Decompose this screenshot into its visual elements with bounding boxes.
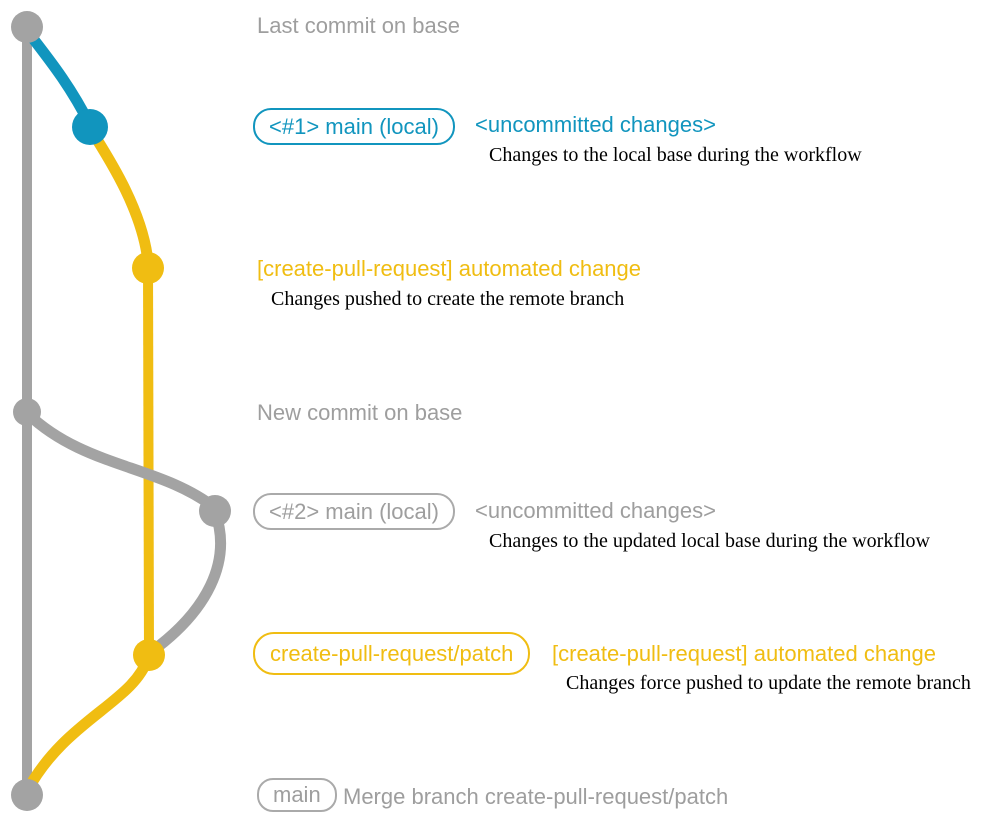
label-new-commit-on-base: New commit on base	[257, 400, 463, 425]
commit-dot-automated-2	[133, 639, 165, 671]
commit-title-uncommitted-2: <uncommitted changes>	[475, 498, 716, 523]
commit-title-uncommitted-1: <uncommitted changes>	[475, 112, 716, 137]
commit-dot-automated-1	[132, 252, 164, 284]
commit-graph	[11, 11, 231, 811]
branch-badge-create-pull-request-patch: create-pull-request/patch	[253, 632, 531, 675]
blue-branch-curve	[22, 26, 96, 131]
branch-badge-main: main	[257, 778, 337, 812]
gray-rebase-curve	[22, 408, 221, 514]
commit-dot-uncommitted-2	[199, 495, 231, 527]
commit-dot-last-base	[11, 11, 43, 43]
commit-title-automated-2: [create-pull-request] automated change	[552, 641, 937, 666]
commit-desc-automated-2: Changes force pushed to update the remot…	[566, 672, 971, 694]
commit-dot-uncommitted-1	[72, 109, 108, 145]
yellow-merge-curve	[21, 652, 154, 797]
commit-dot-new-base	[13, 398, 41, 426]
gray-branch-curve-down	[145, 506, 227, 658]
branch-badge-main-local-2: <#2> main (local)	[253, 493, 455, 530]
label-merge-branch: Merge branch create-pull-request/patch	[343, 784, 729, 809]
commit-desc-automated-1: Changes pushed to create the remote bran…	[271, 288, 625, 310]
yellow-branch-curve-top	[85, 124, 154, 268]
commit-desc-uncommitted-2: Changes to the updated local base during…	[489, 530, 930, 552]
branch-badge-main-local-1: <#1> main (local)	[253, 108, 455, 145]
commit-desc-uncommitted-1: Changes to the local base during the wor…	[489, 144, 862, 166]
label-last-commit-on-base: Last commit on base	[257, 13, 460, 38]
commit-dot-merge	[11, 779, 43, 811]
remote-branch-line	[143, 263, 154, 658]
commit-title-automated-1: [create-pull-request] automated change	[257, 256, 642, 281]
